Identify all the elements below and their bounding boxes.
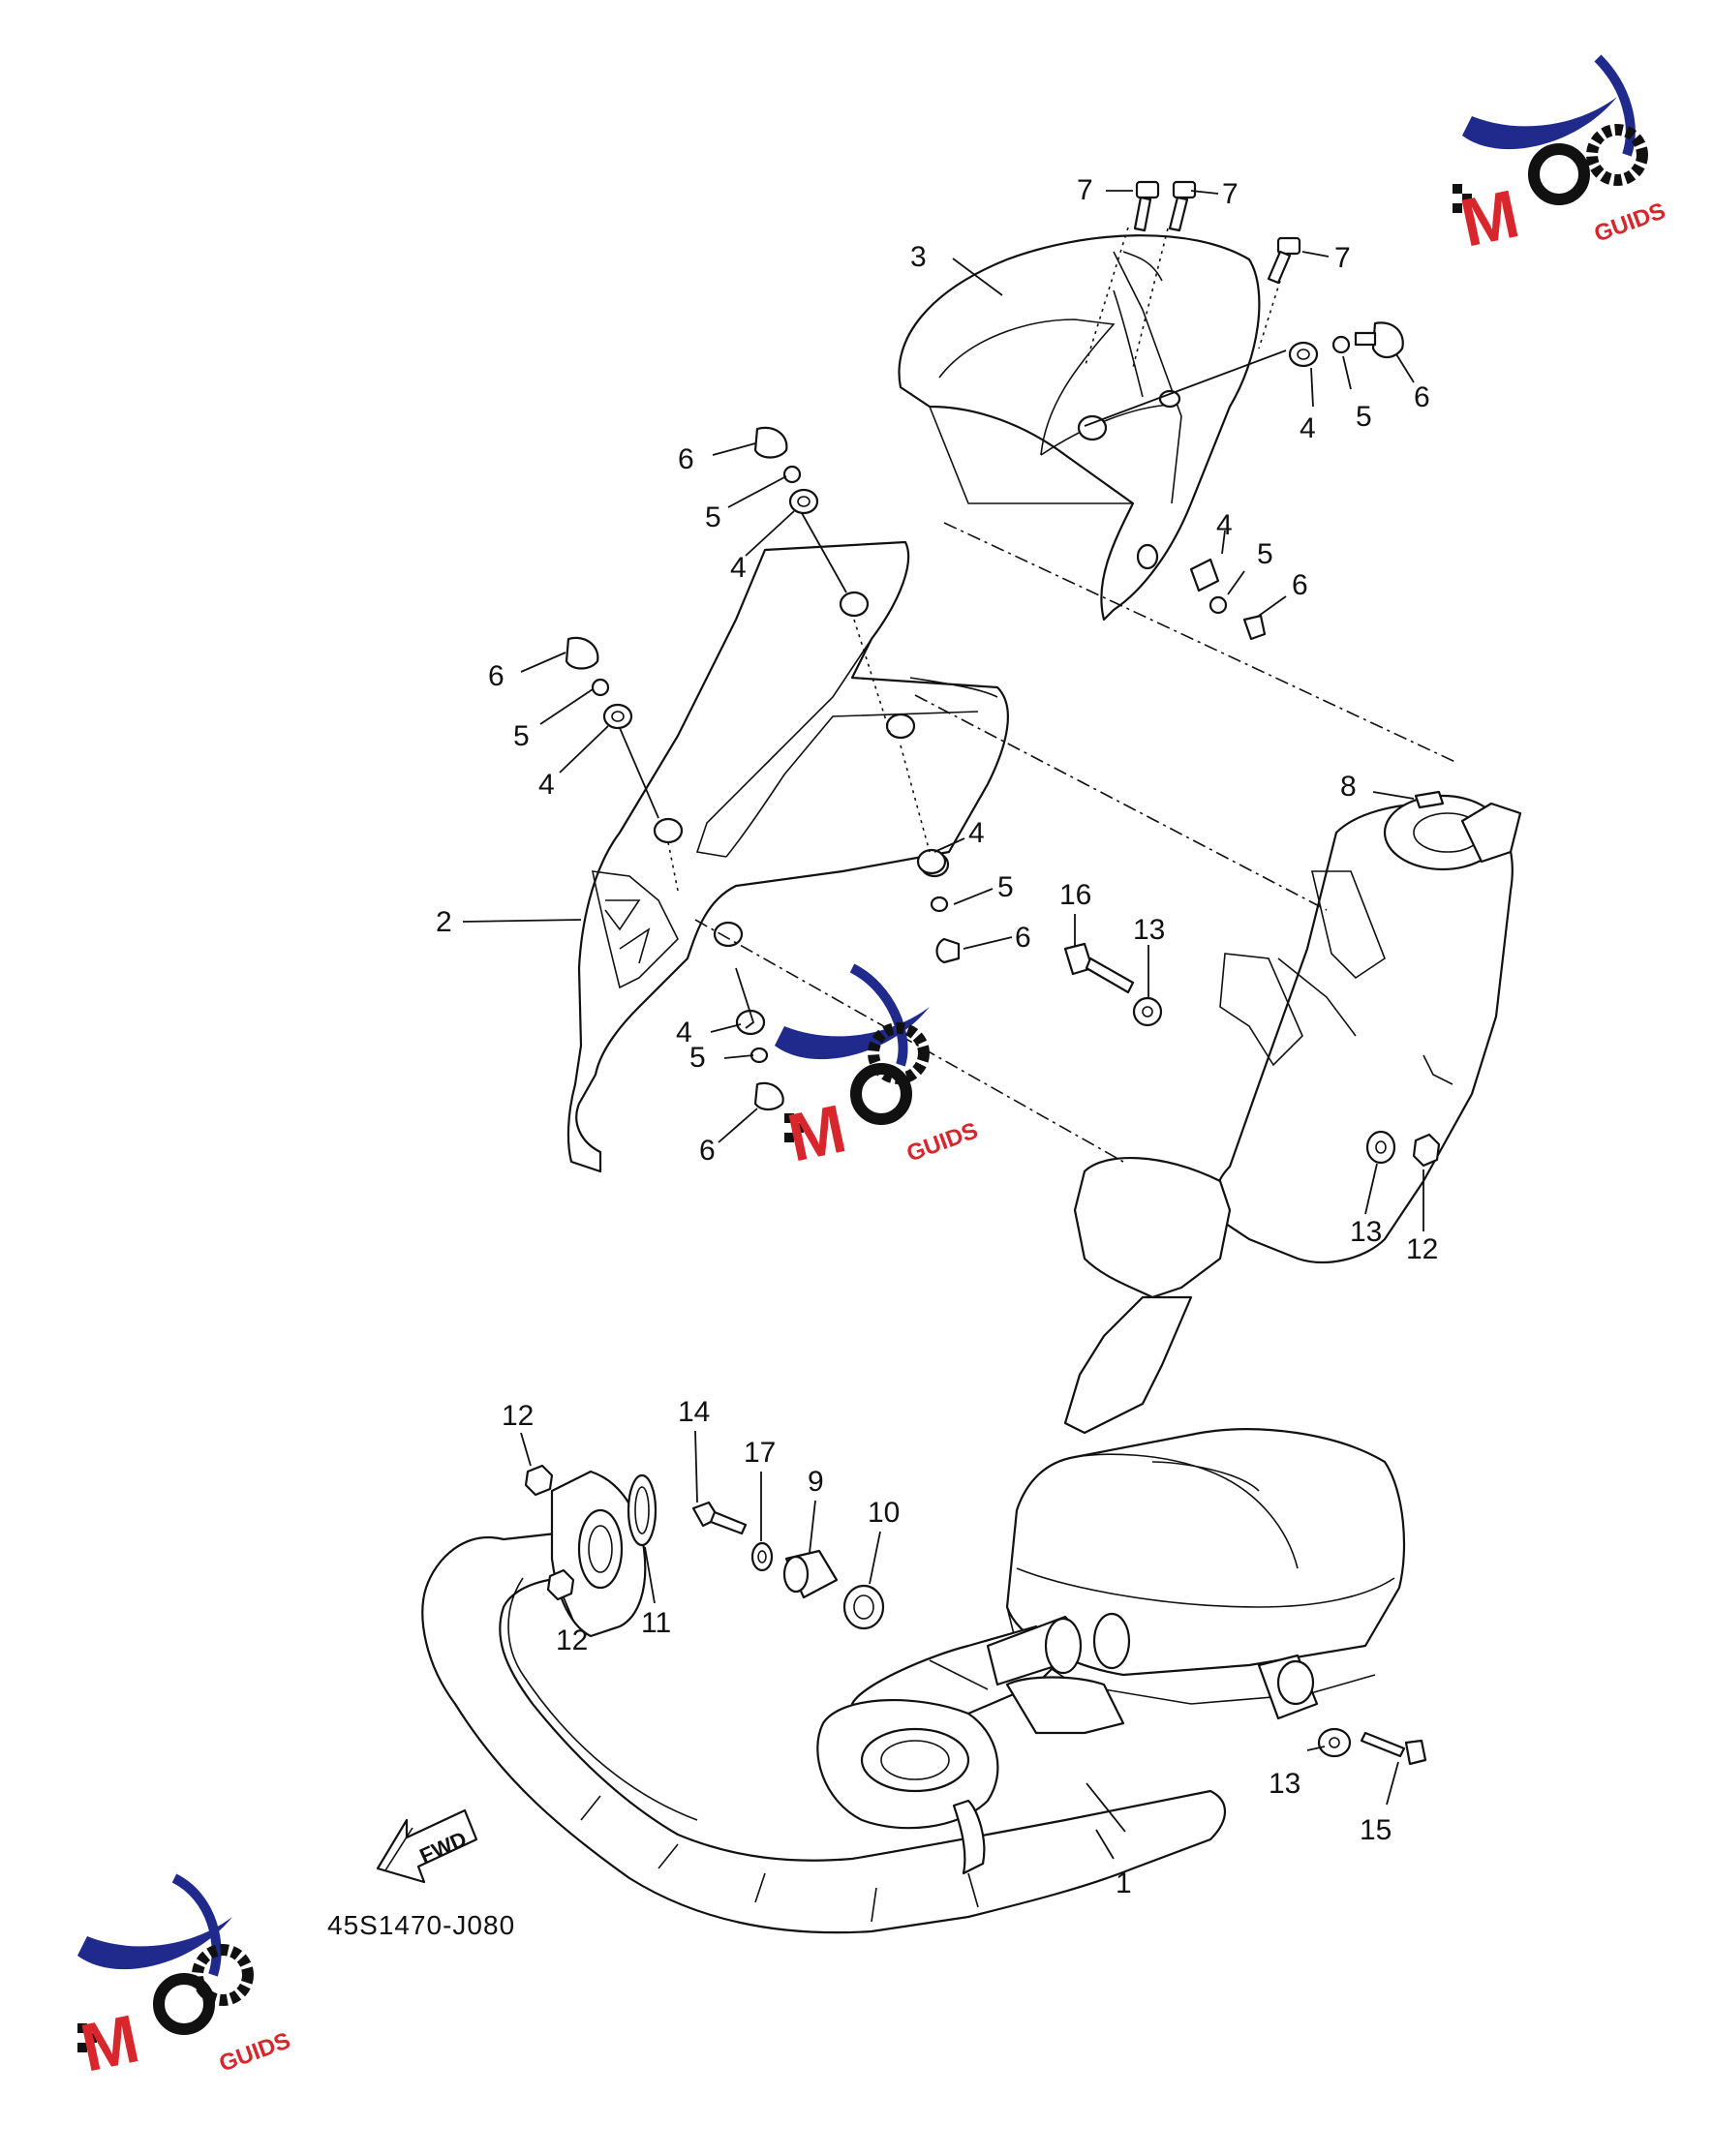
callout-11: 11 <box>641 1607 671 1639</box>
callout-4: 4 <box>676 1017 692 1048</box>
bolt-7-b <box>1168 180 1197 232</box>
alignment-lines <box>667 227 1458 1163</box>
callout-16: 16 <box>1059 879 1091 911</box>
callout-6: 6 <box>1015 922 1031 954</box>
svg-text:GUIDS: GUIDS <box>903 1117 982 1167</box>
callout-12: 12 <box>556 1625 588 1656</box>
callout-7: 7 <box>1334 242 1351 274</box>
part-1-exhaust-assembly <box>421 794 1522 1934</box>
callout-5: 5 <box>1356 401 1372 433</box>
callout-6: 6 <box>1414 381 1430 413</box>
callout-4: 4 <box>538 769 555 801</box>
callout-5: 5 <box>513 720 530 752</box>
callout-6: 6 <box>699 1135 716 1167</box>
callout-7: 7 <box>1077 174 1093 206</box>
callout-6: 6 <box>678 443 694 475</box>
watermark-logo-top-right: M GUIDS <box>1453 54 1669 261</box>
svg-text:GUIDS: GUIDS <box>216 2027 294 2077</box>
callout-13: 13 <box>1269 1768 1300 1800</box>
callout-14: 14 <box>678 1396 710 1428</box>
callout-13: 13 <box>1350 1216 1382 1248</box>
bolt-7-c <box>1267 236 1301 285</box>
callout-8: 8 <box>1340 771 1357 803</box>
callout-10: 10 <box>868 1497 900 1529</box>
callout-17: 17 <box>744 1437 776 1469</box>
callout-15: 15 <box>1360 1814 1392 1846</box>
callout-5: 5 <box>689 1042 706 1074</box>
hardware <box>524 180 1445 1766</box>
callout-12: 12 <box>502 1400 534 1432</box>
callout-13: 13 <box>1133 914 1165 946</box>
part-3-upper-heat-shield <box>898 234 1261 622</box>
watermark-logo-center: M GUIDS <box>775 963 982 1176</box>
svg-text:M: M <box>75 2000 145 2085</box>
callout-12: 12 <box>1406 1233 1438 1265</box>
callout-7: 7 <box>1222 178 1239 210</box>
callout-labels: 7 7 7 3 4 5 6 4 5 6 6 5 4 6 5 4 2 4 5 6 … <box>436 174 1438 1899</box>
bolt-7-a <box>1133 180 1160 232</box>
leader-lines <box>462 190 1424 1860</box>
callout-5: 5 <box>997 871 1014 903</box>
callout-5: 5 <box>705 501 721 533</box>
drawing-code: 45S1470-J080 <box>327 1910 515 1940</box>
callout-4: 4 <box>968 817 985 849</box>
callout-6: 6 <box>1292 569 1308 601</box>
svg-text:M: M <box>781 1090 852 1175</box>
callout-6: 6 <box>488 660 505 692</box>
callout-4: 4 <box>1216 509 1233 541</box>
svg-text:GUIDS: GUIDS <box>1591 197 1669 247</box>
callout-2: 2 <box>436 906 452 938</box>
watermark-logo-bottom-left: M GUIDS <box>75 1873 294 2086</box>
svg-text:M: M <box>1454 175 1525 260</box>
callout-9: 9 <box>808 1466 824 1498</box>
callout-3: 3 <box>910 241 927 273</box>
callout-1: 1 <box>1116 1868 1132 1899</box>
fwd-arrow: FWD <box>376 1808 478 1884</box>
callout-4: 4 <box>730 552 747 584</box>
callout-5: 5 <box>1257 538 1273 570</box>
callout-4: 4 <box>1300 412 1316 444</box>
